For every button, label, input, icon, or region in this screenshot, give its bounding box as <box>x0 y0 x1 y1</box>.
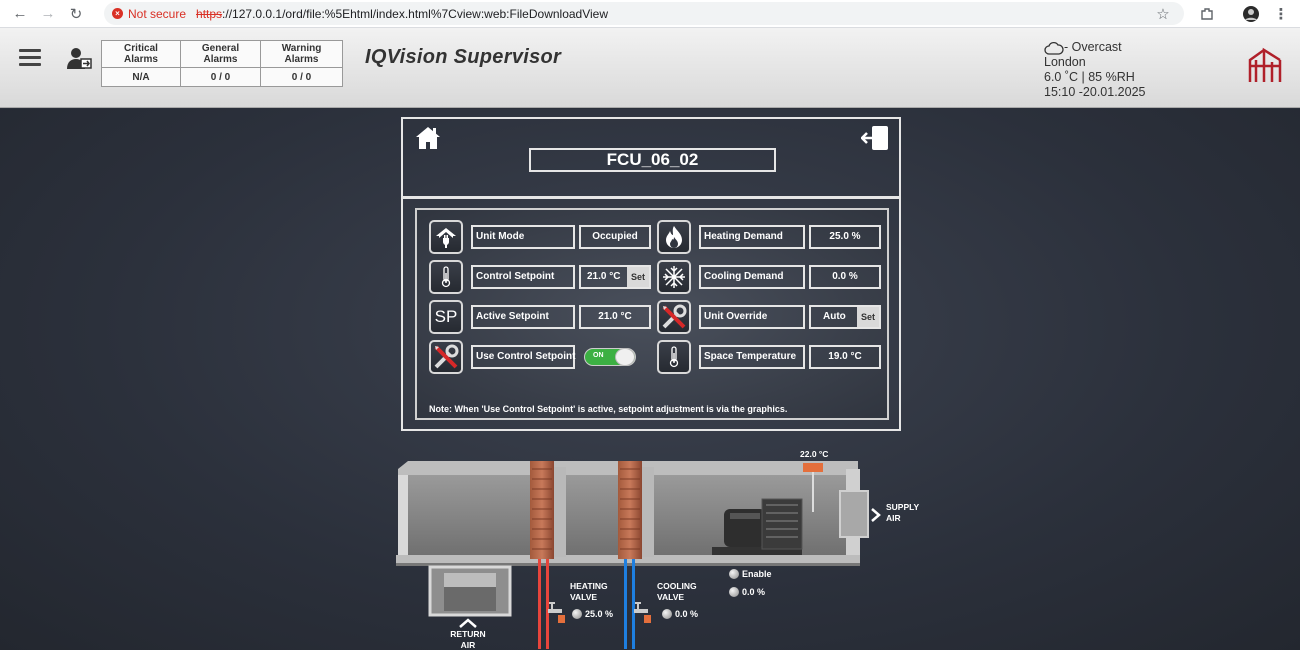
bookmark-star-icon[interactable]: ☆ <box>1156 5 1170 23</box>
fan-speed-value: 0.0 % <box>742 587 766 597</box>
unit-mode-value[interactable]: Occupied <box>579 225 651 249</box>
supply-temp-reading: 22.0 °C <box>800 449 829 459</box>
toggle-state-label: ON <box>593 352 604 359</box>
flame-icon <box>657 220 691 254</box>
cooling-demand-label: Cooling Demand <box>699 265 805 289</box>
control-setpoint-set-button[interactable]: Set <box>627 267 649 287</box>
return-air-label-line1: RETURN <box>450 629 486 639</box>
heating-valve-readout[interactable]: 25.0 % <box>572 609 613 619</box>
url-protocol: https <box>196 6 223 21</box>
forward-arrow-icon[interactable]: → <box>40 5 56 22</box>
weather-condition: - Overcast <box>1064 40 1122 54</box>
extensions-icon[interactable] <box>1196 2 1218 25</box>
home-icon[interactable] <box>415 125 441 151</box>
fan-enable-status-dot <box>729 569 739 579</box>
weather-datetime: 15:10 -20.01.2025 <box>1044 85 1146 99</box>
return-air-label: RETURN AIR <box>450 629 486 650</box>
cooling-valve-icon <box>634 602 651 623</box>
weather-city: London <box>1044 55 1086 69</box>
tools-icon <box>429 340 463 374</box>
active-setpoint-label: Active Setpoint <box>471 305 575 329</box>
cooling-valve-value: 0.0 % <box>675 609 699 619</box>
heating-valve-status-dot <box>572 609 582 619</box>
cooling-valve-label-line1: COOLING <box>657 581 697 591</box>
weather-widget: - Overcast London 6.0 ˚C | 85 %RH 15:10 … <box>1044 40 1145 100</box>
unit-override-reading: Auto <box>823 311 846 322</box>
warning-alarms-value: 0 / 0 <box>260 67 343 87</box>
supply-air-label-line2: AIR <box>886 513 901 523</box>
weather-temp-rh: 6.0 ˚C | 85 %RH <box>1044 70 1135 84</box>
critical-alarms-value: N/A <box>101 67 181 87</box>
reload-icon[interactable]: ↻ <box>69 5 83 23</box>
address-bar[interactable]: × Not secure https://127.0.0.1/ord/file:… <box>104 2 1184 25</box>
sp-icon: SP <box>429 300 463 334</box>
heating-valve-label-line2: VALVE <box>570 592 598 602</box>
warning-alarms-header[interactable]: Warning Alarms <box>260 40 343 68</box>
house-plug-icon <box>429 220 463 254</box>
url-text: ://127.0.0.1/ord/file:%5Ehtml/index.html… <box>222 6 609 21</box>
app-title: IQVision Supervisor <box>365 46 562 68</box>
space-thermometer-icon <box>657 340 691 374</box>
general-alarms-value: 0 / 0 <box>180 67 261 87</box>
toggle-knob[interactable] <box>615 348 635 366</box>
fan-enable-readout[interactable]: Enable <box>729 569 772 579</box>
unit-override-value[interactable]: Auto Set <box>809 305 881 329</box>
supply-air-label: SUPPLY AIR <box>886 502 919 524</box>
cooling-valve-label: COOLING VALVE <box>657 581 697 603</box>
exit-icon[interactable] <box>860 125 889 151</box>
fan-enable-label: Enable <box>742 569 772 579</box>
cooling-valve-status-dot <box>662 609 672 619</box>
unit-data-grid: Unit Mode Occupied Control Setpoint 21.0… <box>415 208 889 420</box>
snowflake-icon <box>657 260 691 294</box>
app-header: Critical Alarms General Alarms Warning A… <box>0 28 1300 108</box>
control-setpoint-label: Control Setpoint <box>471 265 575 289</box>
unit-override-label: Unit Override <box>699 305 805 329</box>
menu-icon[interactable] <box>19 49 41 70</box>
alarm-summary-table[interactable]: Critical Alarms General Alarms Warning A… <box>101 40 343 87</box>
browser-toolbar: ← → ↻ × Not secure https://127.0.0.1/ord… <box>0 0 1300 28</box>
use-control-setpoint-toggle[interactable]: ON <box>584 348 636 366</box>
fcu-diagram: 22.0 °C SUPPLY AIR RETURN AIR HEATING VA… <box>392 439 952 650</box>
fcu-graphic <box>396 461 881 649</box>
back-arrow-icon[interactable]: ← <box>12 5 28 22</box>
cooling-valve-readout[interactable]: 0.0 % <box>662 609 698 619</box>
cooling-demand-value: 0.0 % <box>809 265 881 289</box>
supply-air-label-line1: SUPPLY <box>886 502 920 512</box>
override-tools-icon <box>657 300 691 334</box>
heating-valve-value: 25.0 % <box>585 609 614 619</box>
user-logout-icon[interactable] <box>66 46 92 72</box>
heating-valve-label-line1: HEATING <box>570 581 608 591</box>
unit-name: FCU_06_02 <box>529 148 776 172</box>
heating-demand-value: 25.0 % <box>809 225 881 249</box>
space-temperature-value: 19.0 °C <box>809 345 881 369</box>
use-control-setpoint-label: Use Control Setpoint <box>471 345 575 369</box>
not-secure-icon: × <box>112 8 123 19</box>
fan-speed-status-dot <box>729 587 739 597</box>
space-temperature-label: Space Temperature <box>699 345 805 369</box>
critical-alarms-header[interactable]: Critical Alarms <box>101 40 181 68</box>
return-air-label-line2: AIR <box>460 640 476 650</box>
cooling-valve-label-line2: VALVE <box>657 592 685 602</box>
profile-avatar[interactable] <box>1240 2 1262 25</box>
unit-data-panel: Unit Mode Occupied Control Setpoint 21.0… <box>401 196 901 431</box>
main-content: FCU_06_02 Unit Mode Occupied Control Set… <box>0 109 1300 650</box>
cloud-icon <box>1044 41 1064 55</box>
heating-valve-icon <box>548 602 565 623</box>
not-secure-label[interactable]: Not secure <box>128 6 187 21</box>
fan-speed-readout[interactable]: 0.0 % <box>729 587 765 597</box>
thermometer-icon <box>429 260 463 294</box>
heating-demand-label: Heating Demand <box>699 225 805 249</box>
control-setpoint-value[interactable]: 21.0 °C Set <box>579 265 651 289</box>
setpoint-note: Note: When 'Use Control Setpoint' is act… <box>429 404 788 414</box>
company-logo-icon <box>1247 40 1285 84</box>
general-alarms-header[interactable]: General Alarms <box>180 40 261 68</box>
unit-title-panel: FCU_06_02 <box>401 117 901 199</box>
heating-valve-label: HEATING VALVE <box>570 581 608 603</box>
unit-mode-label: Unit Mode <box>471 225 575 249</box>
browser-menu-icon[interactable]: ⋮ <box>1273 5 1289 23</box>
unit-override-set-button[interactable]: Set <box>857 307 879 327</box>
active-setpoint-value: 21.0 °C <box>579 305 651 329</box>
control-setpoint-reading: 21.0 °C <box>587 271 621 282</box>
